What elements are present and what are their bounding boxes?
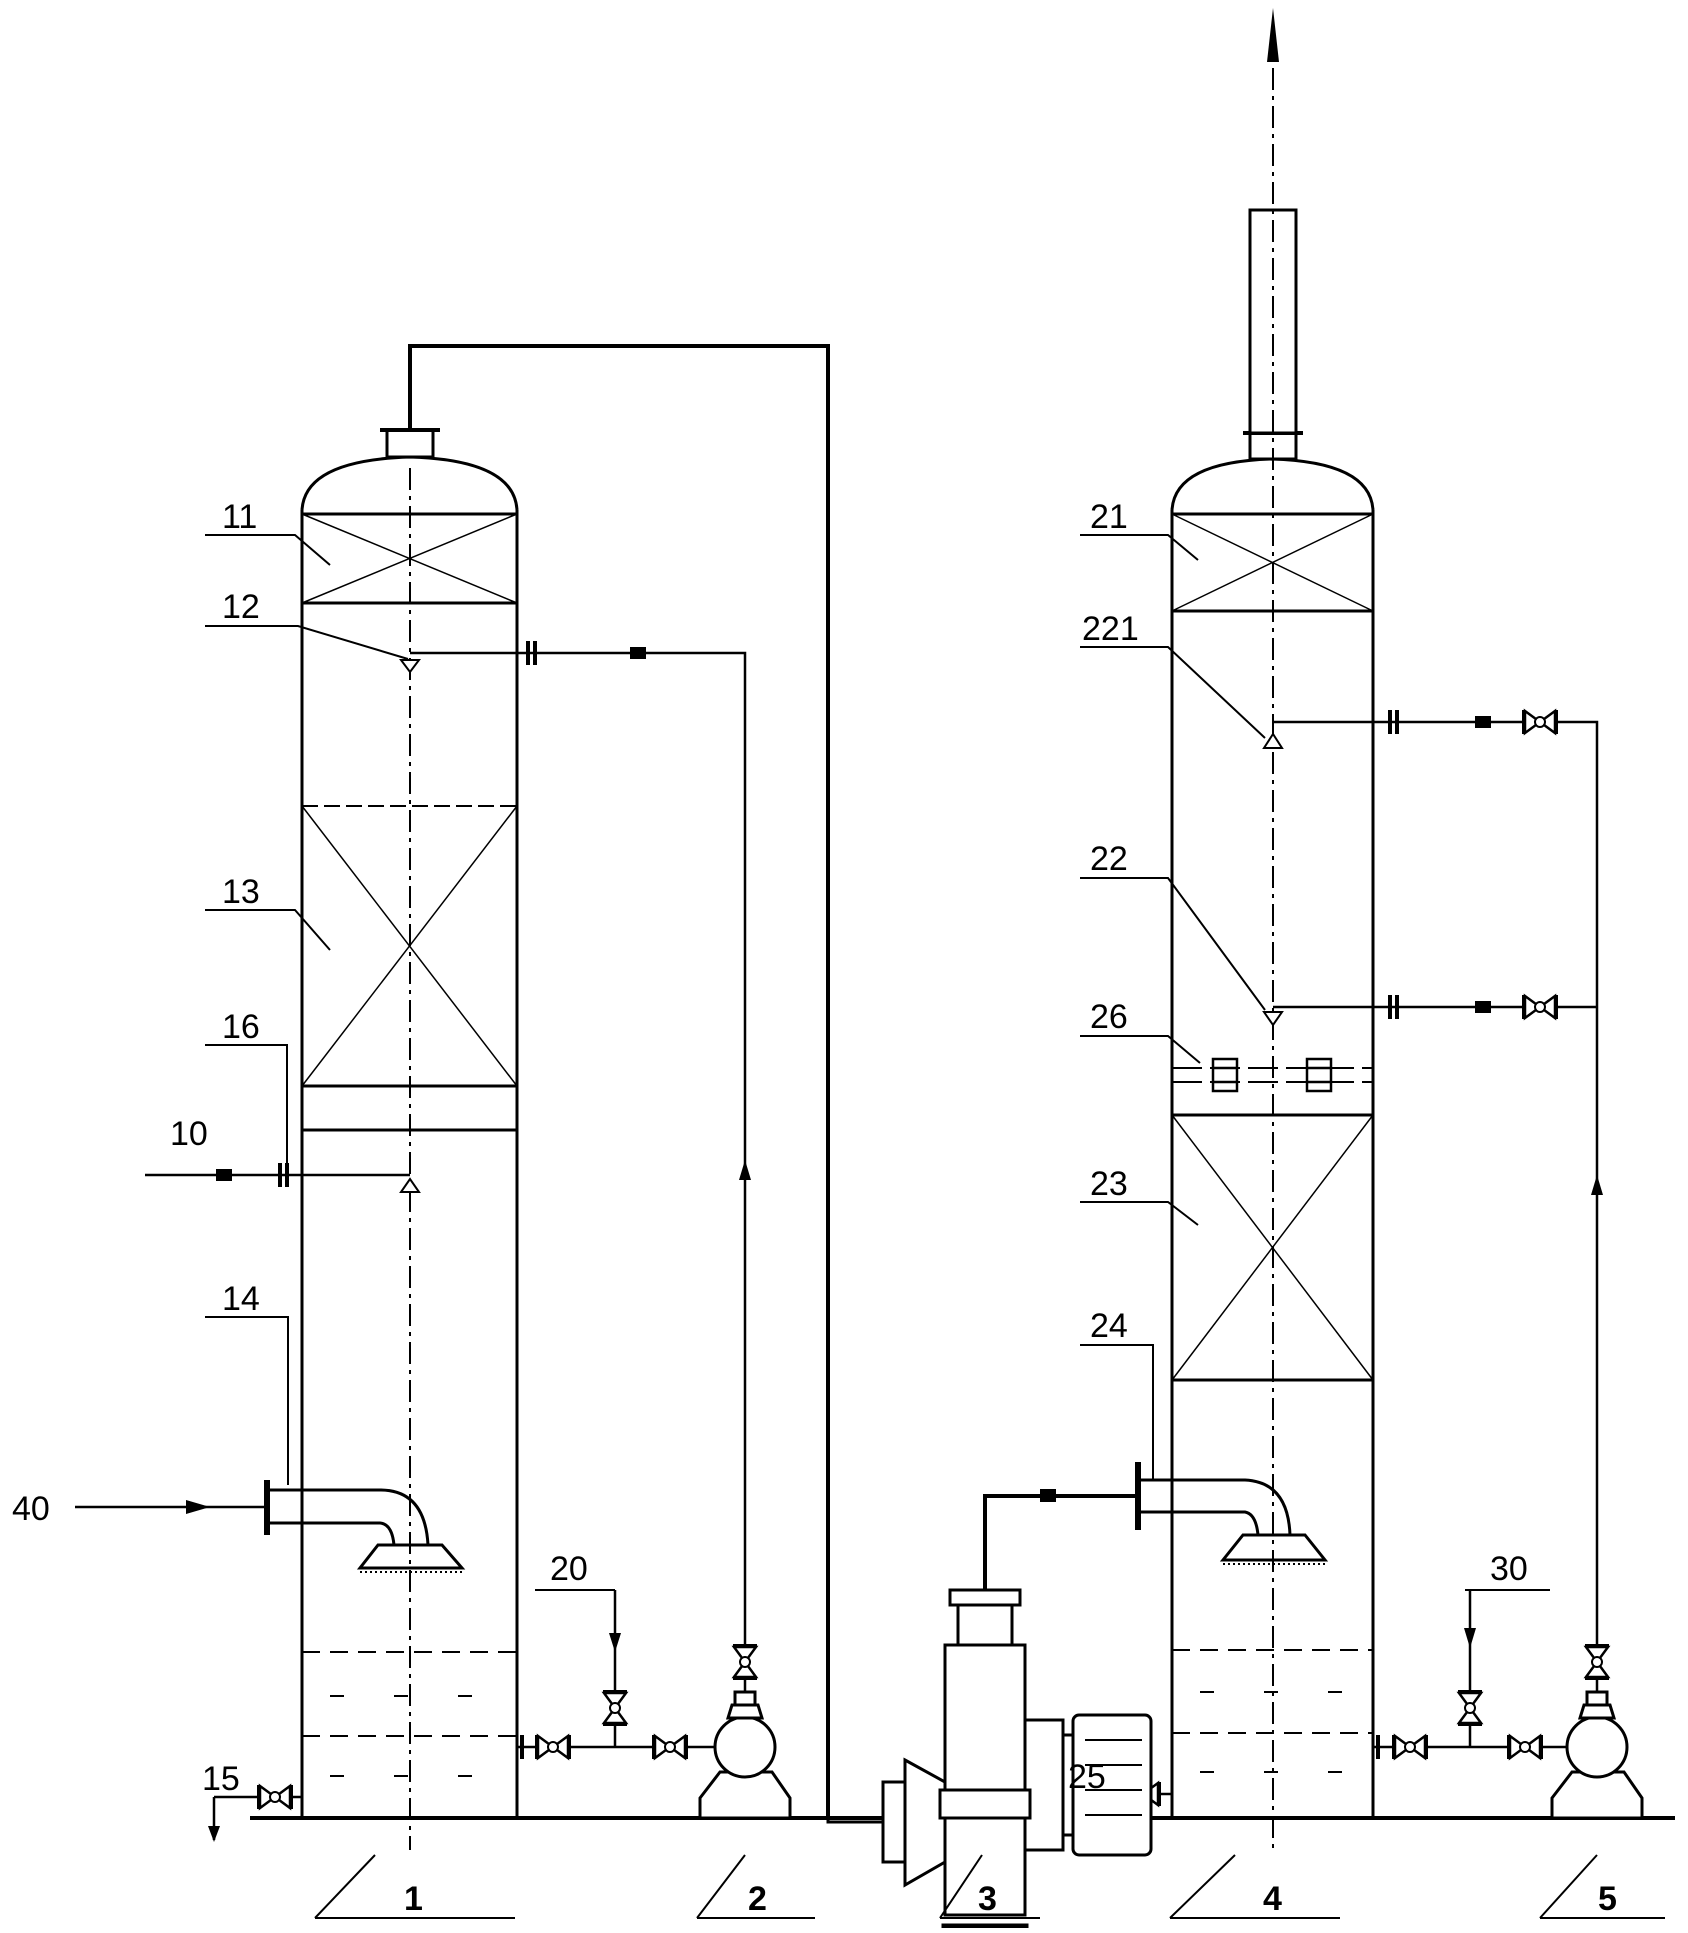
gas-inlet-24 — [1135, 1462, 1329, 1565]
fan-discharge-arrow — [1040, 1489, 1056, 1502]
fan-discharge-duct — [983, 1494, 1138, 1590]
pump-2-discharge — [410, 641, 759, 1692]
label-2: 2 — [748, 1880, 767, 1918]
label-14: 14 — [222, 1280, 260, 1318]
label-20: 20 — [550, 1550, 588, 1588]
spray-nozzle-12 — [399, 659, 421, 674]
label-15: 15 — [202, 1760, 240, 1798]
label-221: 221 — [1082, 610, 1139, 648]
label-3: 3 — [978, 1880, 997, 1918]
label-25: 25 — [1068, 1758, 1106, 1796]
tower-4 — [1170, 208, 1375, 1818]
feed-20 — [535, 1589, 629, 1747]
gas-inlet-14 — [264, 1480, 466, 1573]
spray-nozzle-22 — [1262, 1011, 1284, 1027]
label-11: 11 — [222, 498, 257, 536]
label-22: 22 — [1090, 840, 1128, 878]
label-16: 16 — [222, 1008, 260, 1046]
tray-caps-26 — [1211, 1057, 1333, 1093]
label-40: 40 — [12, 1490, 50, 1528]
feed-10 — [145, 1163, 410, 1187]
spray-nozzle-221 — [1262, 732, 1284, 749]
label-26: 26 — [1090, 998, 1128, 1036]
label-13: 13 — [222, 873, 260, 911]
label-24: 24 — [1090, 1307, 1128, 1345]
label-1: 1 — [404, 1880, 423, 1918]
feed-30 — [1456, 1589, 1550, 1747]
fan-3 — [826, 1143, 1153, 1930]
spray-nozzle-16 — [399, 1177, 421, 1193]
label-10: 10 — [170, 1115, 208, 1153]
label-30: 30 — [1490, 1550, 1528, 1588]
label-12: 12 — [222, 588, 260, 626]
label-4: 4 — [1263, 1880, 1282, 1918]
pump-5 — [1550, 1690, 1644, 1820]
callout-labels: 11 12 13 16 10 14 40 15 20 21 221 22 26 … — [12, 498, 1617, 1918]
label-21: 21 — [1090, 498, 1128, 536]
exhaust-arrow — [1267, 8, 1279, 62]
leader-lines — [205, 534, 1665, 1919]
feed-40 — [75, 1500, 267, 1514]
label-23: 23 — [1090, 1165, 1128, 1203]
pump-5-discharge — [1273, 708, 1611, 1692]
gas-duct — [408, 344, 830, 1820]
label-5: 5 — [1598, 1880, 1617, 1918]
pump-2 — [698, 1690, 792, 1820]
drain-15 — [208, 1783, 302, 1842]
